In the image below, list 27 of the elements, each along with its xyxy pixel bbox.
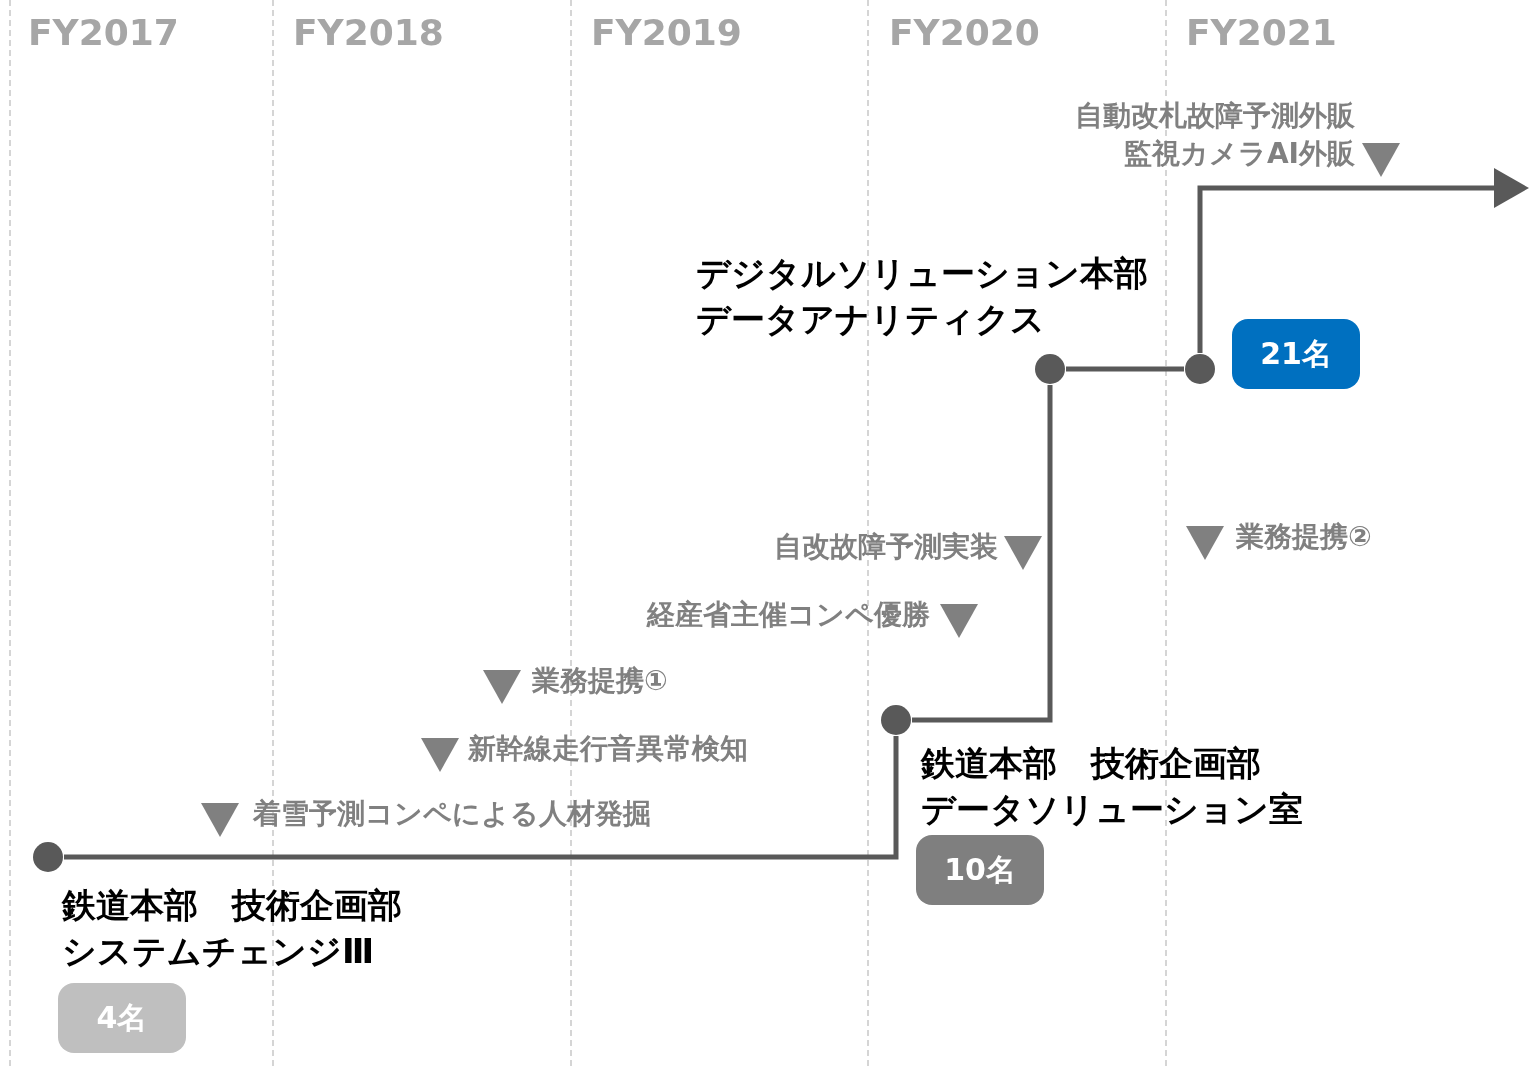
milestone-label: 自改故障予測実装 bbox=[774, 529, 998, 565]
headcount-badge: 10名 bbox=[916, 835, 1044, 905]
arrow bbox=[1197, 168, 1529, 353]
fiscal-year-label: FY2019 bbox=[591, 12, 742, 53]
timeline-dot bbox=[33, 842, 63, 872]
milestone-label: 新幹線走行音異常検知 bbox=[468, 731, 748, 767]
fiscal-year-label: FY2021 bbox=[1186, 12, 1337, 53]
fiscal-year-label: FY2017 bbox=[28, 12, 179, 53]
department-label: 鉄道本部 技術企画部システムチェンジⅢ bbox=[62, 884, 402, 973]
milestone-label: 業務提携② bbox=[1236, 519, 1372, 555]
timeline-dot bbox=[1035, 354, 1065, 384]
department-label: デジタルソリューション本部データアナリティクス bbox=[696, 252, 1148, 341]
department-label: 鉄道本部 技術企画部データソリューション室 bbox=[921, 742, 1303, 831]
timeline-dot bbox=[1185, 354, 1215, 384]
fiscal-year-label: FY2018 bbox=[293, 12, 444, 53]
timeline-dot bbox=[881, 705, 911, 735]
milestone-label: 着雪予測コンペによる人材発掘 bbox=[253, 796, 651, 832]
connector-line bbox=[1066, 366, 1184, 372]
milestone-label: 自動改札故障予測外販 bbox=[1075, 98, 1355, 134]
connector-line bbox=[912, 385, 1053, 723]
connector-line bbox=[64, 736, 899, 860]
milestone-label: 業務提携① bbox=[532, 663, 668, 699]
headcount-badge: 4名 bbox=[58, 983, 186, 1053]
headcount-badge: 21名 bbox=[1232, 319, 1360, 389]
milestone-label: 監視カメラAI外販 bbox=[1123, 136, 1355, 172]
fiscal-year-label: FY2020 bbox=[889, 12, 1040, 53]
milestone-label: 経産省主催コンペ優勝 bbox=[647, 597, 930, 633]
